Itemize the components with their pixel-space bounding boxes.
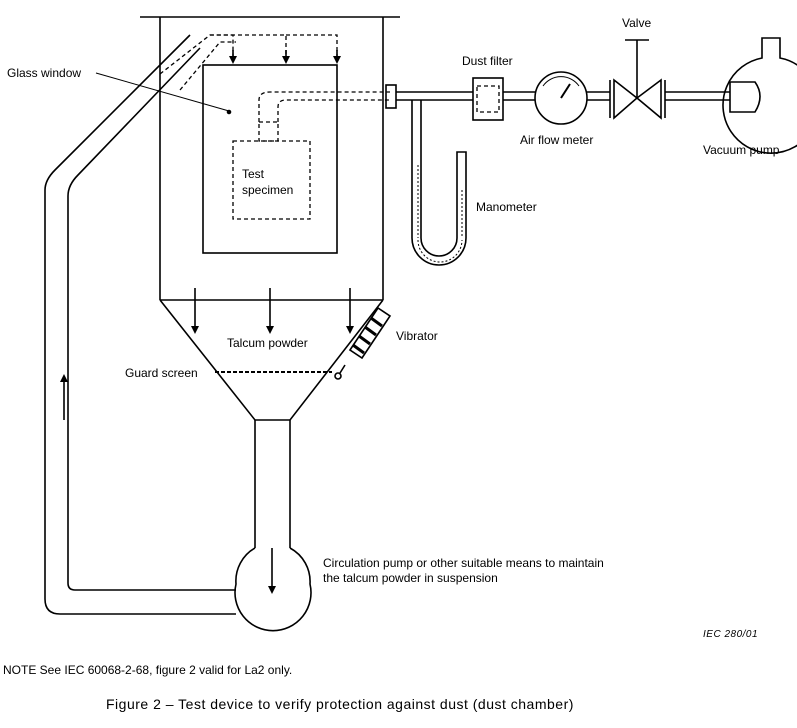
label-talcum-powder: Talcum powder <box>227 336 308 350</box>
label-vibrator: Vibrator <box>396 329 438 343</box>
note-text: NOTE See IEC 60068-2-68, figure 2 valid … <box>3 663 293 677</box>
label-vacuum-pump: Vacuum pump <box>703 143 780 157</box>
vacuum-pump <box>722 37 797 154</box>
dust-chamber-diagram <box>44 16 797 632</box>
label-dust-filter: Dust filter <box>462 54 513 68</box>
label-test-specimen-2: specimen <box>242 183 294 197</box>
vibrator <box>334 306 392 380</box>
label-glass-window: Glass window <box>7 66 82 80</box>
figure-reference: IEC 280/01 <box>703 629 759 640</box>
label-guard-screen: Guard screen <box>125 366 198 380</box>
manometer <box>411 100 467 266</box>
label-air-flow-meter: Air flow meter <box>520 133 594 147</box>
label-test-specimen-1: Test <box>242 167 265 181</box>
circulation-pump <box>234 547 312 632</box>
valve <box>609 39 666 120</box>
figure-caption: Figure 2 – Test device to verify protect… <box>106 696 574 712</box>
dust-filter <box>472 77 504 121</box>
glass-window <box>202 64 338 254</box>
hopper <box>159 299 384 421</box>
label-valve: Valve <box>622 16 652 30</box>
return-pipe <box>67 47 236 591</box>
label-manometer: Manometer <box>476 200 537 214</box>
label-circulation-2: the talcum powder in suspension <box>323 571 498 585</box>
label-circulation-1: Circulation pump or other suitable means… <box>323 556 604 570</box>
air-flow-meter <box>534 71 588 125</box>
